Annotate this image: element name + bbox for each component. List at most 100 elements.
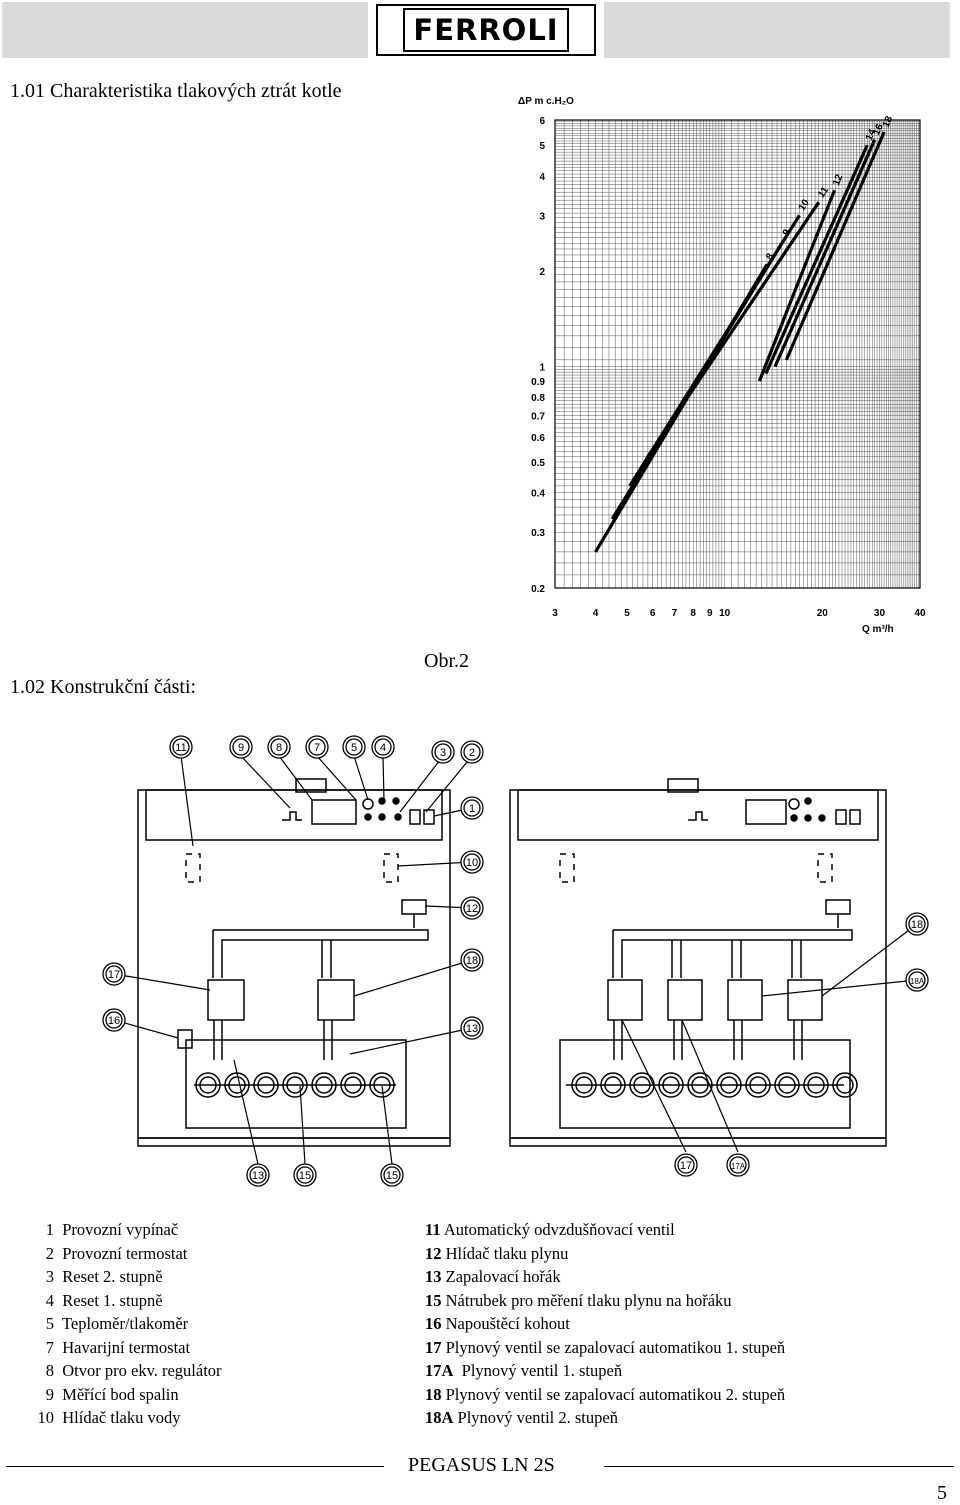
legend-item: 5 Teploměr/tlakoměr	[45, 1314, 189, 1333]
boiler-left-valve-1	[207, 979, 245, 1021]
boiler-left-sensor-2	[383, 853, 399, 883]
legend-item: 18A Plynový ventil 2. stupeň	[425, 1408, 618, 1427]
callout-label: 15	[386, 1170, 398, 1182]
legend-item: 13 Zapalovací hořák	[425, 1267, 561, 1286]
x-axis-label: Q m³/h	[862, 624, 894, 635]
callout-circle-inner	[908, 971, 926, 989]
header-band-left	[2, 2, 368, 58]
callout-label: 17	[680, 1160, 692, 1172]
boiler-right-display	[745, 799, 787, 825]
callout-label: 4	[380, 742, 386, 754]
callout-label: 18	[911, 919, 923, 931]
boiler-left-display	[311, 799, 357, 825]
y-tick-label: 0.8	[531, 393, 545, 404]
callout-circle-inner	[172, 738, 190, 756]
boiler-right-body	[509, 789, 887, 1139]
section-title-pressure-loss: 1.01 Charakteristika tlakových ztrát kot…	[10, 80, 342, 102]
footer-rule-left	[6, 1466, 384, 1467]
boiler-left	[137, 778, 451, 1147]
series-line-14	[764, 144, 869, 375]
callout-circle-inner	[677, 1156, 695, 1174]
legend-item: 17A Plynový ventil 1. stupeň	[425, 1361, 623, 1380]
callout-circle-inner	[296, 1166, 314, 1184]
callout-label: 2	[469, 747, 475, 759]
footer-title: PEGASUS LN 2S	[408, 1454, 555, 1476]
x-tick-label: 9	[707, 608, 713, 619]
legend-item: 1 Provozní vypínač	[45, 1220, 179, 1239]
legend-item: 17 Plynový ventil se zapalovací automati…	[425, 1337, 786, 1357]
legend-item: 10 Hlídač tlaku vody	[37, 1408, 181, 1427]
callout-circle-inner	[308, 738, 326, 756]
x-tick-label: 8	[690, 608, 696, 619]
section-title-components: 1.02 Konstrukční části:	[10, 676, 197, 698]
y-tick-label: 1	[539, 363, 545, 374]
callout-label: 17A	[731, 1162, 746, 1171]
legend-item: 18 Plynový ventil se zapalovací automati…	[425, 1384, 786, 1404]
callout-circle-inner	[463, 799, 481, 817]
x-tick-label: 7	[672, 608, 678, 619]
callout-circle-inner	[383, 1166, 401, 1184]
chart-series: 89101112141618	[594, 114, 896, 553]
x-tick-label: 3	[552, 608, 558, 619]
y-axis-label: ΔP m c.H₂O	[518, 96, 574, 107]
y-tick-label: 0.3	[531, 528, 545, 539]
boiler-left-sensor	[185, 853, 201, 883]
callout-circle-inner	[232, 738, 250, 756]
figure-label: Obr.2	[424, 650, 469, 672]
callout-circle-inner	[463, 951, 481, 969]
callout-label: 15	[299, 1170, 311, 1182]
legend-item: 11 Automatický odvzdušňovací ventil	[425, 1220, 675, 1239]
header-band-right	[604, 2, 950, 58]
boiler-left-gas-switch	[401, 899, 427, 915]
legend-item: 7 Havarijní termostat	[45, 1337, 191, 1357]
callout-circle-inner	[105, 1011, 123, 1029]
boiler-right-burner-box	[559, 1039, 851, 1129]
y-tick-label: 0.9	[531, 377, 545, 388]
callout-label: 16	[108, 1015, 120, 1027]
callout-circle-inner	[270, 738, 288, 756]
x-tick-label: 10	[719, 608, 731, 619]
boiler-left-burner-box	[185, 1039, 407, 1129]
ferroli-logo: FERROLI	[376, 4, 596, 56]
boiler-left-gas-pipe	[212, 929, 429, 978]
series-label-12: 12	[831, 173, 845, 188]
boiler-right	[509, 778, 887, 1147]
boiler-left-body	[137, 789, 451, 1139]
legend-item: 16 Napouštěcí kohout	[425, 1314, 570, 1333]
callout-label: 10	[466, 857, 478, 869]
callout-circle-inner	[434, 743, 452, 761]
series-label-14: 14	[864, 127, 879, 142]
y-tick-label: 3	[539, 211, 545, 222]
callout-circle-inner	[729, 1156, 747, 1174]
callout-circle-inner	[463, 1019, 481, 1037]
y-tick-label: 0.6	[531, 433, 545, 444]
callout-circle-inner	[463, 899, 481, 917]
callout-label: 7	[314, 742, 320, 754]
callout-label: 18	[466, 955, 478, 967]
series-line-12	[757, 189, 836, 382]
boiler-left-base	[137, 1137, 451, 1147]
footer-rule-right	[604, 1466, 954, 1467]
y-tick-label: 0.7	[531, 412, 545, 423]
y-tick-label: 0.4	[531, 489, 545, 500]
callout-label: 12	[466, 903, 478, 915]
callout-circle-inner	[345, 738, 363, 756]
series-label-18: 18	[881, 114, 896, 129]
boiler-left-signal	[282, 811, 302, 821]
callout-label: 13	[466, 1023, 478, 1035]
callout-label: 17	[108, 969, 120, 981]
callout-label: 11	[175, 742, 186, 754]
series-label-8: 8	[764, 251, 777, 262]
x-tick-label: 5	[624, 608, 630, 619]
x-tick-label: 20	[817, 608, 829, 619]
boiler-left-panel	[145, 789, 443, 841]
callout-label: 8	[276, 742, 282, 754]
legend-item: 12 Hlídač tlaku plynu	[425, 1243, 569, 1263]
x-tick-label: 30	[874, 608, 886, 619]
boiler-left-knob	[362, 798, 374, 810]
y-tick-label: 6	[539, 116, 545, 127]
